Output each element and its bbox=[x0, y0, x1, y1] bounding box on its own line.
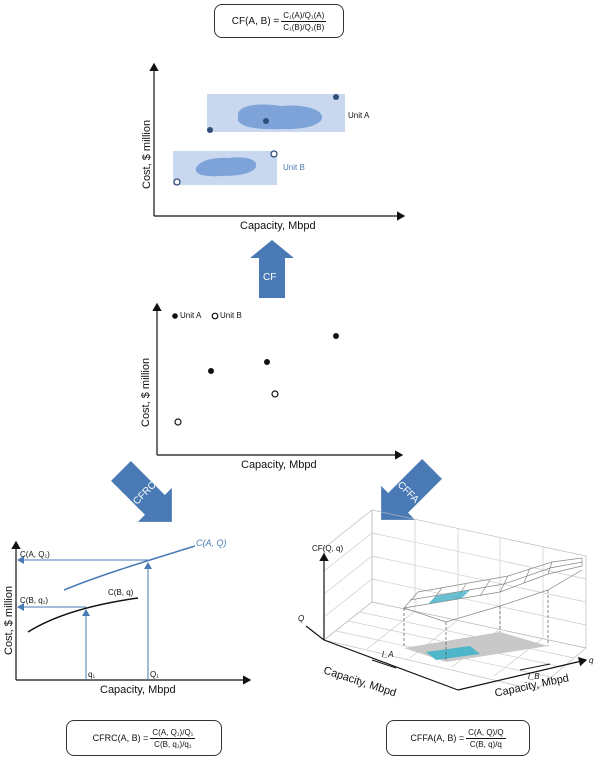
formula-cffa-lhs: CFFA(A, B) = bbox=[410, 733, 465, 743]
cffa-interval-b-label: l_B bbox=[528, 672, 540, 681]
cfrc-level-b-label: C(B, q₁) bbox=[20, 596, 49, 605]
legend-unit-a-marker bbox=[172, 313, 178, 319]
formula-cffa-fraction: C(A, Q)/Q C(B, q)/q bbox=[466, 727, 506, 750]
mid-point-a-2 bbox=[264, 359, 270, 365]
cfrc-tick-Q1: Q₁ bbox=[150, 670, 159, 679]
formula-cfrc-box: CFRC(A, B) = C(A, Q₁)/Q₁ C(B, q₁)/q₁ bbox=[66, 720, 222, 756]
unit-a-point-low bbox=[207, 127, 213, 133]
cfrc-chart bbox=[11, 540, 252, 685]
interval-b bbox=[519, 663, 551, 671]
formula-cf-fraction: C₁(A)/Q₁(A) C₁(B)/Q₁(B) bbox=[281, 10, 327, 33]
floor-highlight bbox=[426, 646, 480, 660]
interval-a bbox=[371, 659, 397, 669]
cffa-chart bbox=[305, 509, 588, 691]
unit-b-blob bbox=[195, 157, 257, 177]
formula-cfrc-numerator: C(A, Q₁)/Q₁ bbox=[150, 727, 196, 739]
cfrc-level-a-label: C(A, Q₁) bbox=[20, 550, 50, 559]
mid-point-b-1 bbox=[174, 418, 182, 426]
cf-arrow bbox=[250, 240, 294, 298]
mid-chart-xlabel: Capacity, Mbpd bbox=[241, 459, 317, 471]
unit-a-point-high bbox=[333, 94, 339, 100]
surface-mesh bbox=[403, 557, 583, 623]
floor bbox=[323, 601, 587, 691]
cfrc-curve-a-label: C(A, Q) bbox=[196, 538, 227, 548]
mid-point-a-3 bbox=[333, 333, 339, 339]
cf-arrow-label: CF bbox=[263, 272, 277, 283]
cffa-q-axis bbox=[457, 656, 588, 691]
unit-b-point-low bbox=[173, 178, 181, 186]
cffa-q-axis-label: q bbox=[589, 656, 594, 665]
unit-a-blob bbox=[238, 104, 323, 130]
cffa-arrow bbox=[381, 459, 442, 520]
cfrc-curve-b-label: C(B, q) bbox=[108, 588, 134, 597]
top-chart-unit-a-label: Unit A bbox=[348, 111, 370, 120]
mid-chart-ylabel: Cost, $ million bbox=[140, 357, 152, 427]
floor-shadow bbox=[404, 632, 548, 662]
top-chart bbox=[149, 62, 406, 221]
cfrc-chart-xlabel: Capacity, Mbpd bbox=[100, 684, 176, 696]
top-chart-xlabel: Capacity, Mbpd bbox=[240, 220, 316, 232]
cffa-interval-a-label: l_A bbox=[382, 650, 394, 659]
top-chart-ylabel: Cost, $ million bbox=[141, 119, 153, 189]
curve-b bbox=[27, 597, 139, 633]
formula-cf-box: CF(A, B) = C₁(A)/Q₁(A) C₁(B)/Q₁(B) bbox=[214, 4, 344, 38]
formula-cffa-numerator: C(A, Q)/Q bbox=[466, 727, 506, 739]
cfrc-chart-ylabel: Cost, $ million bbox=[3, 585, 15, 655]
formula-cfrc-denominator: C(B, q₁)/q₁ bbox=[154, 739, 192, 749]
cffa-floor-edge bbox=[323, 639, 459, 691]
formula-cf-numerator: C₁(A)/Q₁(A) bbox=[281, 10, 327, 22]
formula-cfrc-lhs: CFRC(A, B) = bbox=[92, 733, 149, 743]
mid-point-a-1 bbox=[208, 368, 214, 374]
cffa-Q-axis bbox=[305, 625, 325, 641]
formula-cffa-denominator: C(B, q)/q bbox=[469, 739, 502, 749]
formula-cffa-box: CFFA(A, B) = C(A, Q)/Q C(B, q)/q bbox=[386, 720, 530, 756]
formula-cf-denominator: C₁(B)/Q₁(B) bbox=[283, 22, 325, 32]
middle-chart bbox=[152, 302, 404, 460]
legend-unit-b-marker bbox=[211, 312, 219, 320]
cfrc-tick-q1: q₁ bbox=[88, 670, 96, 679]
formula-cfrc-fraction: C(A, Q₁)/Q₁ C(B, q₁)/q₁ bbox=[150, 727, 196, 750]
formula-cf-lhs: CF(A, B) = bbox=[231, 15, 280, 27]
mid-point-b-2 bbox=[271, 390, 279, 398]
surface-highlight bbox=[428, 590, 470, 604]
projection-lines bbox=[403, 590, 549, 662]
cffa-Q-axis-label: Q bbox=[298, 614, 305, 623]
cfrc-arrow bbox=[111, 461, 172, 522]
legend-unit-a-label: Unit A bbox=[180, 311, 202, 320]
unit-a-point-mid bbox=[263, 118, 269, 124]
legend-unit-b-label: Unit B bbox=[220, 311, 242, 320]
top-chart-unit-b-label: Unit B bbox=[283, 163, 305, 172]
curve-a bbox=[63, 545, 196, 591]
unit-b-point-high bbox=[270, 150, 278, 158]
cffa-z-label: CF(Q, q) bbox=[312, 544, 344, 553]
